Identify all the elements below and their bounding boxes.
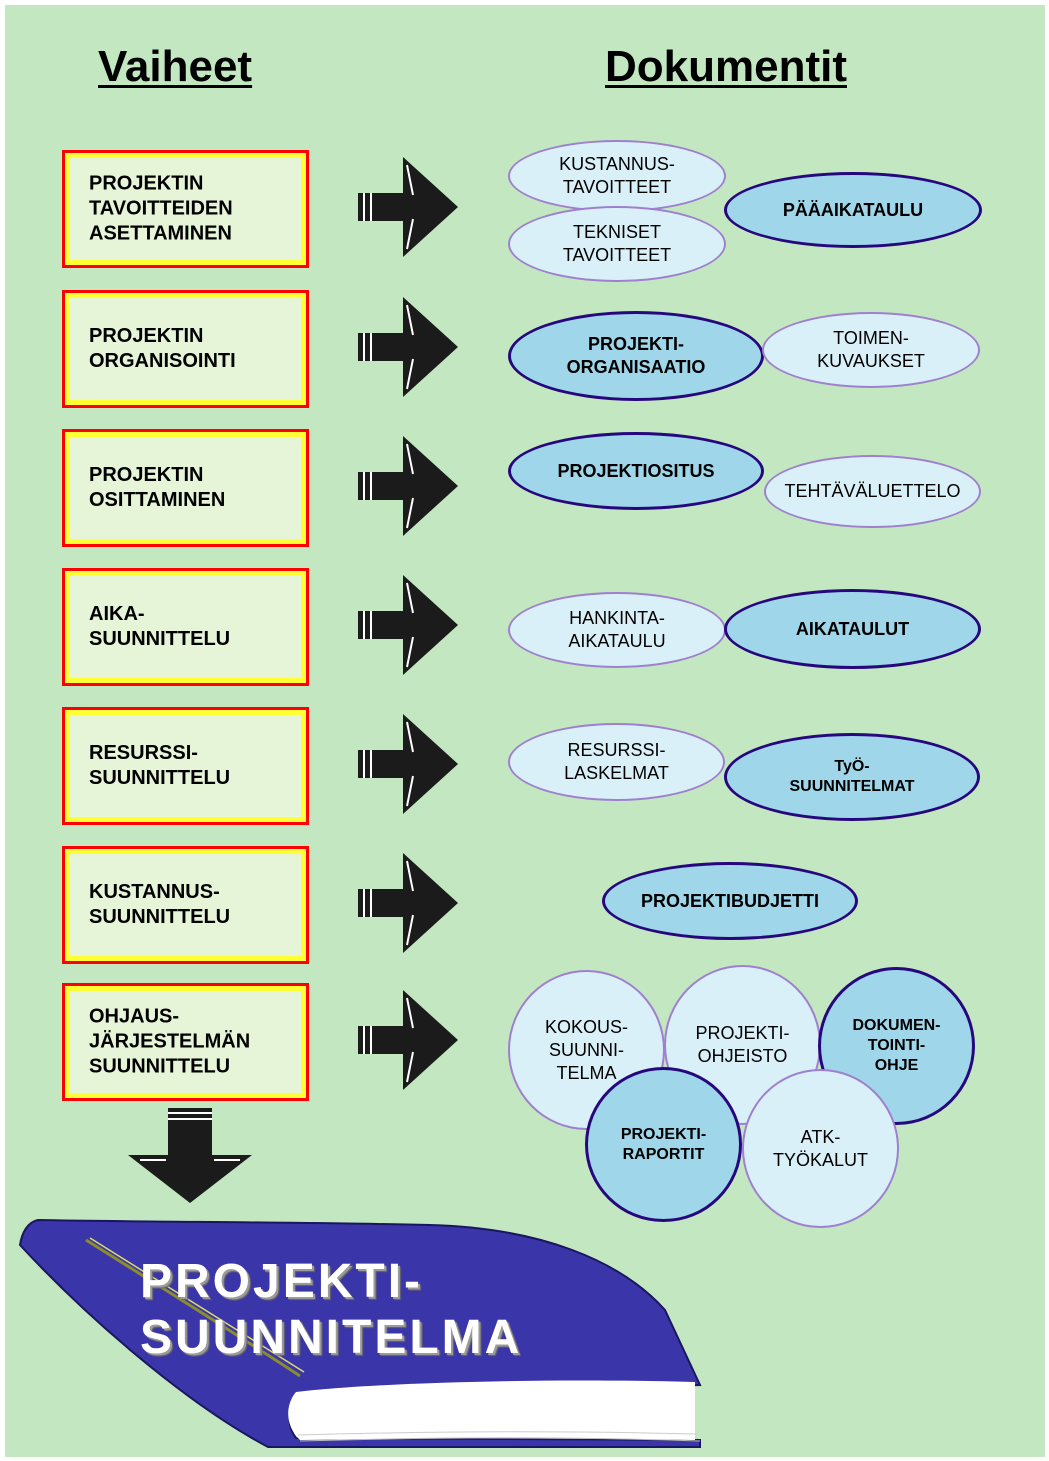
document-oval: PÄÄAIKATAULU bbox=[724, 172, 982, 248]
phase-label: KUSTANNUS- SUUNNITTELU bbox=[89, 881, 231, 928]
phase-label: AIKA- SUUNNITTELU bbox=[89, 603, 231, 650]
document-oval: PROJEKTIBUDJETTI bbox=[602, 862, 858, 940]
document-oval: HANKINTA- AIKATAULU bbox=[508, 592, 726, 668]
document-oval: PROJEKTIOSITUS bbox=[508, 432, 764, 510]
document-oval: RESURSSI- LASKELMAT bbox=[508, 723, 725, 801]
document-oval: TEHTÄVÄLUETTELO bbox=[764, 455, 981, 528]
phase-box: PROJEKTIN TAVOITTEIDEN ASETTAMINEN bbox=[62, 150, 309, 268]
phase-box: PROJEKTIN ORGANISOINTI bbox=[62, 290, 309, 408]
document-oval: PROJEKTI- RAPORTIT bbox=[585, 1067, 742, 1222]
document-oval: PROJEKTI- ORGANISAATIO bbox=[508, 311, 764, 401]
phase-label: PROJEKTIN TAVOITTEIDEN ASETTAMINEN bbox=[89, 172, 233, 245]
document-oval: KUSTANNUS- TAVOITTEET bbox=[508, 140, 726, 212]
phase-label: PROJEKTIN ORGANISOINTI bbox=[89, 325, 236, 372]
phase-label: RESURSSI- SUUNNITTELU bbox=[89, 742, 231, 789]
phase-label: PROJEKTIN OSITTAMINEN bbox=[89, 464, 226, 511]
document-oval: ATK- TYÖKALUT bbox=[742, 1069, 899, 1228]
document-oval: TOIMEN- KUVAUKSET bbox=[762, 312, 980, 388]
phase-box: RESURSSI- SUUNNITTELU bbox=[62, 707, 309, 825]
document-oval: TyÖ- SUUNNITELMAT bbox=[724, 733, 980, 821]
book-title: PROJEKTI- SUUNNITELMA bbox=[140, 1255, 523, 1364]
phase-box: OHJAUS- JÄRJESTELMÄN SUUNNITTELU bbox=[62, 983, 309, 1101]
phase-box: KUSTANNUS- SUUNNITTELU bbox=[62, 846, 309, 964]
down-arrow-icon bbox=[128, 1108, 252, 1203]
phase-label: OHJAUS- JÄRJESTELMÄN SUUNNITTELU bbox=[89, 1005, 251, 1078]
phase-box: AIKA- SUUNNITTELU bbox=[62, 568, 309, 686]
documents-heading: Dokumentit bbox=[605, 42, 847, 91]
phase-box: PROJEKTIN OSITTAMINEN bbox=[62, 429, 309, 547]
document-oval: AIKATAULUT bbox=[724, 589, 981, 669]
phases-heading: Vaiheet bbox=[98, 42, 253, 91]
document-oval: TEKNISET TAVOITTEET bbox=[508, 206, 726, 282]
book-icon bbox=[18, 1218, 702, 1448]
